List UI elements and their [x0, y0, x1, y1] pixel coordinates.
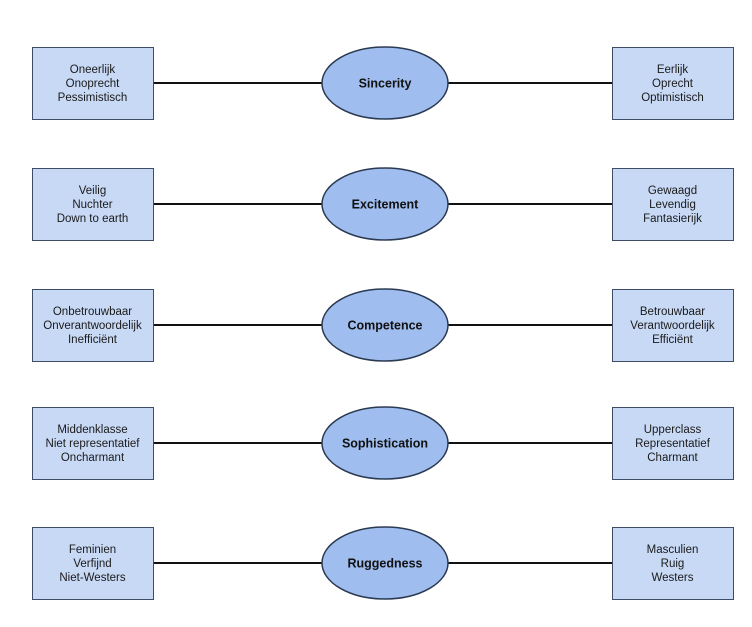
- negative-trait-label: Veilig: [79, 185, 107, 197]
- negative-trait-label: Down to earth: [57, 213, 129, 225]
- dimension-label: Sophistication: [342, 437, 428, 451]
- dimension-label: Excitement: [352, 198, 420, 212]
- negative-trait-box: [32, 407, 154, 480]
- dimension-label: Sincerity: [359, 77, 412, 91]
- positive-trait-box: [612, 47, 734, 120]
- negative-trait-label: Onoprecht: [66, 78, 121, 90]
- dimension-label: Ruggedness: [347, 557, 422, 571]
- positive-trait-label: Westers: [652, 572, 694, 584]
- positive-trait-label: Gewaagd: [648, 185, 697, 197]
- negative-trait-label: Niet-Westers: [59, 572, 125, 584]
- positive-trait-label: Levendig: [649, 199, 696, 211]
- negative-trait-label: Pessimistisch: [58, 92, 128, 104]
- positive-trait-box: [612, 289, 734, 362]
- negative-trait-label: Nuchter: [72, 199, 112, 211]
- positive-trait-box: [612, 407, 734, 480]
- positive-trait-label: Ruig: [661, 558, 685, 570]
- negative-trait-label: Onbetrouwbaar: [53, 306, 132, 318]
- dimension-label: Competence: [347, 319, 422, 333]
- negative-trait-box: [32, 47, 154, 120]
- negative-trait-label: Onverantwoordelijk: [43, 320, 142, 332]
- diagram-row: Sincerity OneerlijkOnoprechtPessimistisch…: [32, 46, 734, 120]
- negative-trait-box: [32, 527, 154, 600]
- positive-trait-label: Fantasierijk: [643, 213, 702, 225]
- positive-trait-label: Masculien: [647, 544, 699, 556]
- positive-trait-label: Eerlijk: [657, 64, 689, 76]
- dimension-ellipse: [321, 288, 449, 362]
- negative-trait-box: [32, 168, 154, 241]
- positive-trait-label: Verantwoordelijk: [630, 320, 715, 332]
- dimension-ellipse: [321, 46, 449, 120]
- positive-trait-label: Representatief: [635, 438, 711, 450]
- dimension-ellipse: [321, 406, 449, 480]
- negative-trait-label: Inefficiënt: [68, 334, 118, 346]
- negative-trait-label: Niet representatief: [46, 438, 141, 450]
- dimension-ellipse: [321, 526, 449, 600]
- diagram-row: Competence OnbetrouwbaarOnverantwoordelij…: [32, 288, 734, 362]
- negative-trait-label: Middenklasse: [57, 424, 127, 436]
- positive-trait-label: Betrouwbaar: [640, 306, 705, 318]
- negative-trait-label: Feminien: [69, 544, 116, 556]
- positive-trait-label: Oprecht: [652, 78, 694, 90]
- positive-trait-label: Efficiënt: [652, 334, 694, 346]
- negative-trait-label: Oncharmant: [61, 452, 125, 464]
- positive-trait-label: Upperclass: [644, 424, 702, 436]
- negative-trait-label: Oneerlijk: [70, 64, 116, 76]
- negative-trait-box: [32, 289, 154, 362]
- positive-trait-box: [612, 527, 734, 600]
- positive-trait-label: Optimistisch: [641, 92, 704, 104]
- positive-trait-label: Charmant: [647, 452, 698, 464]
- negative-trait-label: Verfijnd: [73, 558, 111, 570]
- dimension-ellipse: [321, 167, 449, 241]
- positive-trait-box: [612, 168, 734, 241]
